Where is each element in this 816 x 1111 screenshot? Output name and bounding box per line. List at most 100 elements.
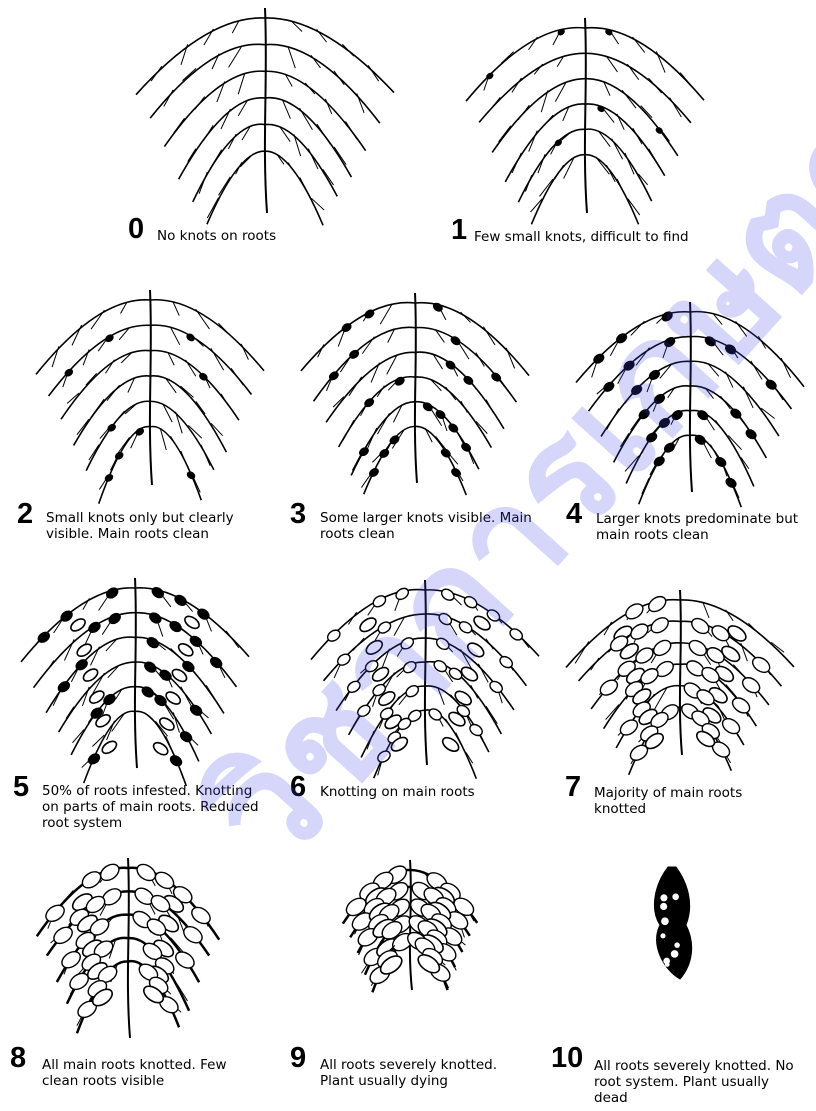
root-system-drawing — [343, 860, 477, 992]
root-system-drawing — [311, 580, 539, 779]
root-illustration-3 — [295, 293, 535, 483]
root-knot — [554, 139, 562, 146]
rootlet — [219, 177, 231, 195]
lateral-root — [415, 303, 529, 376]
root-knot — [150, 586, 165, 600]
taproot — [690, 302, 692, 492]
rootlet — [487, 97, 500, 113]
lateral-root — [626, 410, 690, 483]
rootlet — [733, 665, 746, 680]
rootlet — [176, 412, 183, 434]
root-knot — [618, 717, 641, 738]
rootlet — [231, 368, 243, 385]
main-root-knot — [69, 616, 88, 633]
lateral-root — [150, 401, 214, 469]
root-illustration-5 — [15, 578, 255, 768]
root-illustration-7 — [560, 590, 800, 755]
root-system-drawing — [136, 8, 394, 225]
root-illustration-9 — [320, 860, 500, 990]
rootlet — [212, 54, 219, 69]
root-knot — [179, 730, 194, 744]
lateral-root — [61, 350, 150, 419]
rootlet — [741, 643, 748, 661]
root-knot — [655, 127, 663, 134]
root-knot — [714, 456, 727, 468]
rootlet — [642, 478, 649, 494]
main-root-knot — [151, 740, 170, 757]
rootlet — [371, 363, 379, 383]
rootlet — [498, 126, 510, 142]
root-knot — [597, 105, 605, 112]
rootlet — [77, 419, 89, 435]
lateral-root — [179, 98, 265, 179]
root-knot — [440, 587, 456, 603]
rating-description: Knotting on main roots — [320, 784, 520, 800]
rootlet — [300, 177, 310, 197]
lateral-root — [415, 426, 466, 495]
rootlet — [486, 706, 497, 723]
rootlet — [606, 705, 619, 720]
rootlet — [349, 377, 362, 396]
rootlet — [617, 114, 624, 130]
rootlet — [670, 98, 682, 117]
root-knot — [486, 72, 494, 79]
root-illustration-6 — [305, 580, 545, 765]
lateral-root — [518, 129, 585, 202]
rootlet — [542, 115, 553, 128]
rootlet — [323, 169, 334, 185]
lateral-root — [690, 337, 791, 409]
rating-score: 4 — [566, 500, 582, 529]
lateral-root — [589, 337, 690, 412]
rating-description: Small knots only but clearly visible. Ma… — [46, 510, 276, 542]
rootlet — [218, 323, 228, 334]
lateral-root — [265, 44, 380, 123]
rootlet — [83, 349, 89, 365]
rootlet — [221, 394, 228, 406]
rootlet — [294, 134, 301, 156]
root-illustration-0 — [130, 8, 400, 213]
lateral-root — [301, 303, 415, 371]
rootlet — [575, 642, 589, 664]
rootlet — [368, 428, 377, 448]
lateral-root — [265, 98, 351, 177]
lateral-root — [690, 386, 766, 458]
rootlet — [226, 631, 239, 648]
lateral-root — [492, 79, 585, 153]
root-knot — [460, 442, 471, 453]
rootlet — [334, 147, 346, 165]
main-root-knot — [164, 690, 183, 707]
rating-score: 8 — [10, 1044, 26, 1073]
rootlet — [125, 403, 137, 414]
rootlet — [758, 336, 765, 348]
rating-description: Larger knots predominate but main roots … — [596, 511, 811, 543]
rootlet — [461, 401, 468, 412]
rating-score: 9 — [290, 1044, 306, 1073]
rootlet — [181, 451, 189, 470]
rootlet — [368, 65, 378, 81]
lateral-root — [150, 44, 265, 118]
root-knot — [709, 623, 732, 644]
rootlet — [317, 124, 330, 144]
rootlet — [47, 660, 54, 670]
rootlet — [606, 165, 615, 182]
main-root-knot — [100, 739, 119, 756]
rootlet — [107, 385, 120, 401]
rating-score: 6 — [290, 773, 306, 802]
knot-speckle — [660, 933, 665, 938]
rootlet — [486, 400, 493, 413]
lateral-root — [690, 361, 779, 436]
root-knot — [648, 615, 671, 636]
rootlet — [117, 437, 129, 454]
rootlet — [382, 649, 389, 668]
rating-description: All roots severely knotted. Plant usuall… — [320, 1057, 530, 1089]
rootlet — [182, 68, 196, 80]
rootlet — [591, 658, 599, 670]
root-knot — [725, 477, 738, 489]
rootlet — [607, 408, 619, 429]
root-knot — [368, 467, 379, 478]
root-knot — [59, 948, 83, 971]
rating-description: No knots on roots — [157, 228, 357, 244]
root-knot — [689, 615, 712, 636]
main-root-knot — [453, 689, 474, 708]
root-knot — [435, 636, 451, 652]
